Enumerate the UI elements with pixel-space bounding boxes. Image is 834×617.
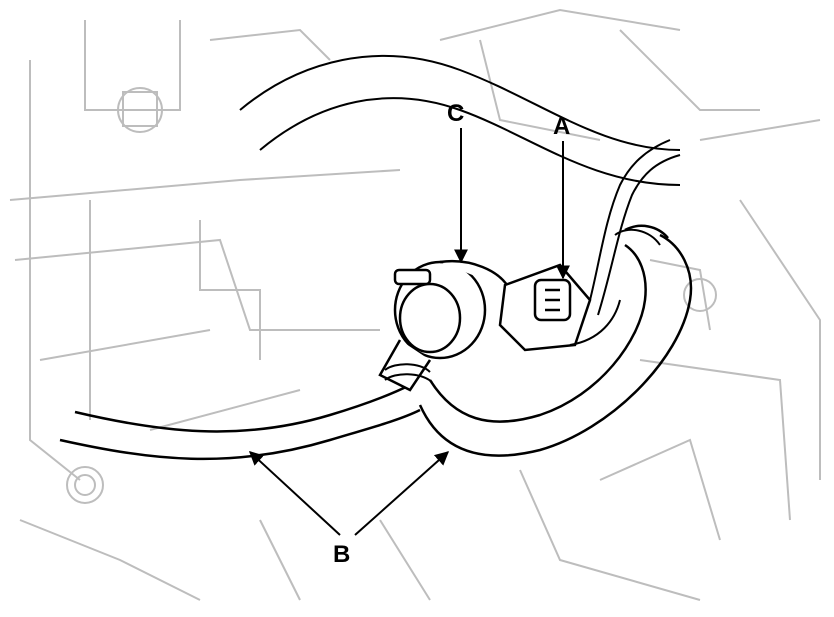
hose-b-left (59, 383, 421, 461)
sensor-body-c (378, 260, 512, 392)
callout-a-label: A (553, 113, 571, 140)
connector-a (498, 263, 592, 352)
callout-leader-lines (248, 128, 570, 536)
wire-harness (569, 139, 681, 346)
callout-b-label: B (333, 541, 351, 568)
hose-b-right (418, 224, 693, 457)
upper-hose (239, 54, 681, 186)
background-engine-outlines (9, 8, 821, 601)
callout-c-label: C (447, 100, 465, 127)
bolt-left (66, 87, 717, 504)
hose-clamps (384, 228, 661, 383)
